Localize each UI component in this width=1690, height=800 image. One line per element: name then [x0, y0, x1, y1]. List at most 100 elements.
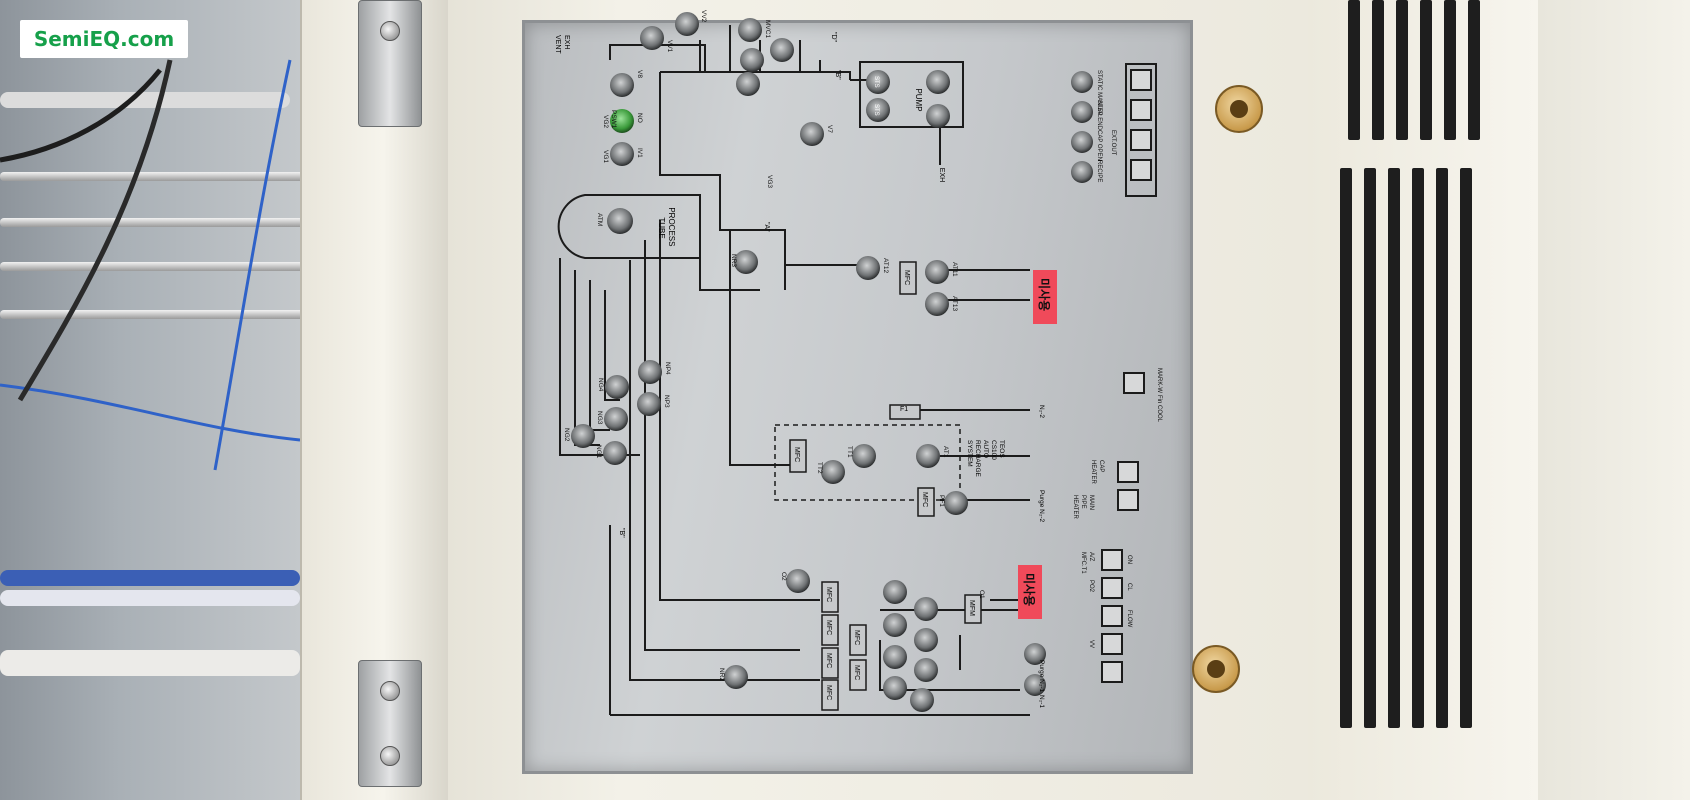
white-cable-bundle: [0, 590, 300, 606]
cabinet-side-panel: [1538, 0, 1690, 800]
valve-label: V7: [826, 125, 833, 133]
exh-text: EXH: [563, 35, 570, 49]
valve-button-n1: [883, 580, 907, 604]
valve-button-pf1: [944, 491, 968, 515]
ext-out-button: [1130, 99, 1152, 121]
valve-button-ng1: [603, 441, 627, 465]
red-tag-text: 미사용: [1037, 278, 1052, 311]
mfc-box: [789, 439, 807, 473]
door-hinge-bottom: [358, 660, 422, 787]
vent-slot: [1460, 168, 1472, 728]
marker-d: "D": [830, 32, 837, 43]
ext-out-button: [1130, 159, 1152, 181]
valve-label: TT2: [816, 462, 823, 474]
mfc-box: [849, 659, 867, 691]
purge-n2-1-label: Purge N₂-1: [1038, 660, 1045, 693]
exh-vent-label: EXH VENT: [554, 35, 570, 54]
valve-button-at1: [916, 444, 940, 468]
valve-button-at11: [925, 260, 949, 284]
valve-button-n2: [914, 597, 938, 621]
valve-label: NG2: [563, 428, 570, 442]
semieq-watermark-logo: SemiEQ.com: [20, 20, 188, 58]
panel-lock-knob-bottom[interactable]: [1192, 645, 1240, 693]
valve-label: AT1: [942, 446, 949, 458]
mfc-label: MFC: [825, 653, 832, 668]
mfc-label: MFC: [793, 447, 800, 462]
mfc-label: MFC: [825, 620, 832, 635]
ext-out-label: EXT.OUT: [1110, 130, 1116, 156]
valve-label: NG4: [597, 378, 604, 392]
red-tag-shape: [1033, 270, 1057, 324]
pump-label: PUMP: [914, 88, 923, 111]
screw-icon: [380, 681, 400, 701]
valve-button-n4: [914, 628, 938, 652]
unused-tag: 미사용: [1018, 565, 1042, 619]
panel-lock-knob-top[interactable]: [1215, 85, 1263, 133]
sts-label: STS: [873, 76, 879, 88]
filter-label: F1: [900, 406, 908, 413]
valve-button-o2: [786, 569, 810, 593]
cap-heater-label: CAP HEATER: [1090, 460, 1104, 485]
vent-slot: [1372, 0, 1384, 140]
mfc-label: MFC: [853, 630, 860, 645]
vent-slot: [1420, 0, 1432, 140]
vv-label: VV: [1088, 640, 1094, 648]
valve-button-v7: [800, 122, 824, 146]
recharge-text: RECHARGE: [974, 440, 981, 478]
valve-label: NR3: [730, 254, 737, 267]
mfc-label: MFC: [921, 492, 928, 507]
vent-slot: [1348, 0, 1360, 140]
mfc-box: [917, 487, 935, 517]
control-sts-button: [1071, 161, 1093, 183]
vent-slot: [1364, 168, 1376, 728]
valve-label: AT12: [882, 258, 889, 273]
screw-icon: [380, 746, 400, 766]
valve-button-v: [740, 48, 764, 72]
vent-slot: [1444, 0, 1456, 140]
valve-button-np4: [638, 360, 662, 384]
heater-text: HEATER: [1072, 495, 1078, 520]
valve-button-ng2: [571, 424, 595, 448]
mark-w-button: [1123, 372, 1145, 394]
mfc-box: [821, 679, 839, 711]
pump-sts-button: [866, 98, 890, 122]
main-text: MAIN: [1088, 495, 1094, 510]
cable-sleeve: [0, 92, 290, 108]
valve-button-n5: [883, 645, 907, 669]
valve-label: VV2: [700, 10, 707, 23]
recharge-text: SYSTEM: [966, 440, 973, 467]
marker-b-top: "B": [834, 70, 841, 80]
valve-label: MVC1: [764, 20, 771, 38]
main-pipe-heater-button: [1117, 489, 1139, 511]
rod: [0, 218, 305, 227]
valve-label: O2: [780, 572, 787, 581]
door-hinge-top: [358, 0, 422, 127]
auto-recharge-label: TEOS CS100 AUTO RECHARGE SYSTEM: [966, 440, 1005, 479]
vent-slot: [1436, 168, 1448, 728]
loose-wires: [0, 59, 300, 471]
pipe-text: PIPE: [1080, 495, 1086, 509]
valve-button-nr2: [724, 665, 748, 689]
control-sts-button: [1071, 71, 1093, 93]
mode-label: CAP OPEN: [1096, 130, 1102, 161]
vent-sts-button: [736, 72, 760, 96]
valve-button-no-green: [610, 109, 634, 133]
heater-text: HEATER: [1090, 460, 1096, 485]
az-label: A/Z: [1088, 552, 1094, 562]
mfc-box: [849, 624, 867, 656]
recharge-text: AUTO: [982, 440, 989, 458]
n2-1-label: N₂-1: [1038, 695, 1045, 708]
atm-button: [607, 208, 633, 234]
valve-button-at12: [856, 256, 880, 280]
valve-label: NP3: [663, 395, 670, 408]
control-sts-button: [1071, 101, 1093, 123]
valve-label: AT11: [951, 262, 958, 277]
valve-button-vv2: [675, 12, 699, 36]
valve-buttons[interactable]: [571, 12, 1046, 712]
n2-2-label: N₂-2: [1038, 405, 1045, 418]
filter-box: [889, 404, 921, 420]
valve-button-v: [770, 38, 794, 62]
watermark-text: SemiEQ.com: [33, 27, 175, 51]
purge-sts-button: [1024, 674, 1046, 696]
valve-button-nr3: [734, 250, 758, 274]
